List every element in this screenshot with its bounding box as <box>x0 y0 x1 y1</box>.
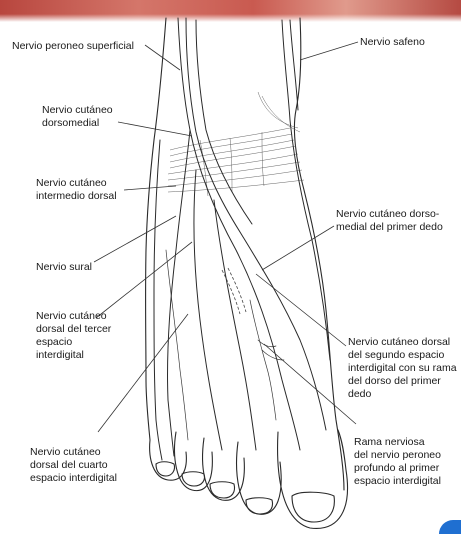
label-segundo-espacio-line2: del segundo espacio <box>348 349 444 362</box>
label-primer-dedo-line2: medial del primer dedo <box>336 221 443 234</box>
label-tercer-espacio-line1: Nervio cutáneo <box>36 310 107 323</box>
foot-outline-medial <box>294 18 344 490</box>
toe-first <box>278 430 348 528</box>
nail-first <box>292 492 334 522</box>
label-nervio-safeno: Nervio safeno <box>360 36 425 49</box>
label-rama-line4: espacio interdigital <box>354 475 441 488</box>
dashed-landmark-2 <box>228 268 246 312</box>
label-nervio-peroneo-superficial: Nervio peroneo superficial <box>12 40 134 53</box>
leader-lines <box>94 42 358 432</box>
label-tercer-espacio-line4: interdigital <box>36 349 84 362</box>
label-segundo-espacio-line1: Nervio cutáneo dorsal <box>348 336 450 349</box>
nail-second <box>246 498 273 514</box>
dashed-landmark <box>222 270 240 314</box>
label-tercer-espacio-line2: dorsal del tercer <box>36 323 111 336</box>
label-cutaneo-dorsomedial-line1: Nervio cutáneo <box>42 104 113 117</box>
label-cutaneo-intermedio-line2: intermedio dorsal <box>36 190 117 203</box>
label-cutaneo-intermedio-line1: Nervio cutáneo <box>36 177 107 190</box>
label-rama-line3: profundo al primer <box>354 462 439 475</box>
label-tercer-espacio-line3: espacio <box>36 336 72 349</box>
label-cuarto-espacio-line1: Nervio cutáneo <box>30 446 101 459</box>
toe-third <box>203 438 245 500</box>
label-rama-line1: Rama nerviosa <box>354 436 425 449</box>
label-primer-dedo-line1: Nervio cutáneo dorso- <box>336 208 439 221</box>
label-cuarto-espacio-line2: dorsal del cuarto <box>30 459 108 472</box>
label-segundo-espacio-line4: del dorso del primer <box>348 375 441 388</box>
label-nervio-sural: Nervio sural <box>36 261 92 274</box>
label-segundo-espacio-line5: dedo <box>348 388 371 401</box>
toe-fourth <box>175 432 213 491</box>
label-rama-line2: del nervio peroneo <box>354 449 441 462</box>
nerves <box>154 18 330 460</box>
label-cuarto-espacio-line3: espacio interdigital <box>30 472 117 485</box>
nail-fifth <box>156 462 175 476</box>
label-cutaneo-dorsomedial-line2: dorsomedial <box>42 117 99 130</box>
label-segundo-espacio-line3: interdigital con su rama <box>348 362 457 375</box>
toe-fifth <box>150 440 187 480</box>
nail-fourth <box>182 472 205 486</box>
foot-outline-lateral <box>146 18 166 440</box>
